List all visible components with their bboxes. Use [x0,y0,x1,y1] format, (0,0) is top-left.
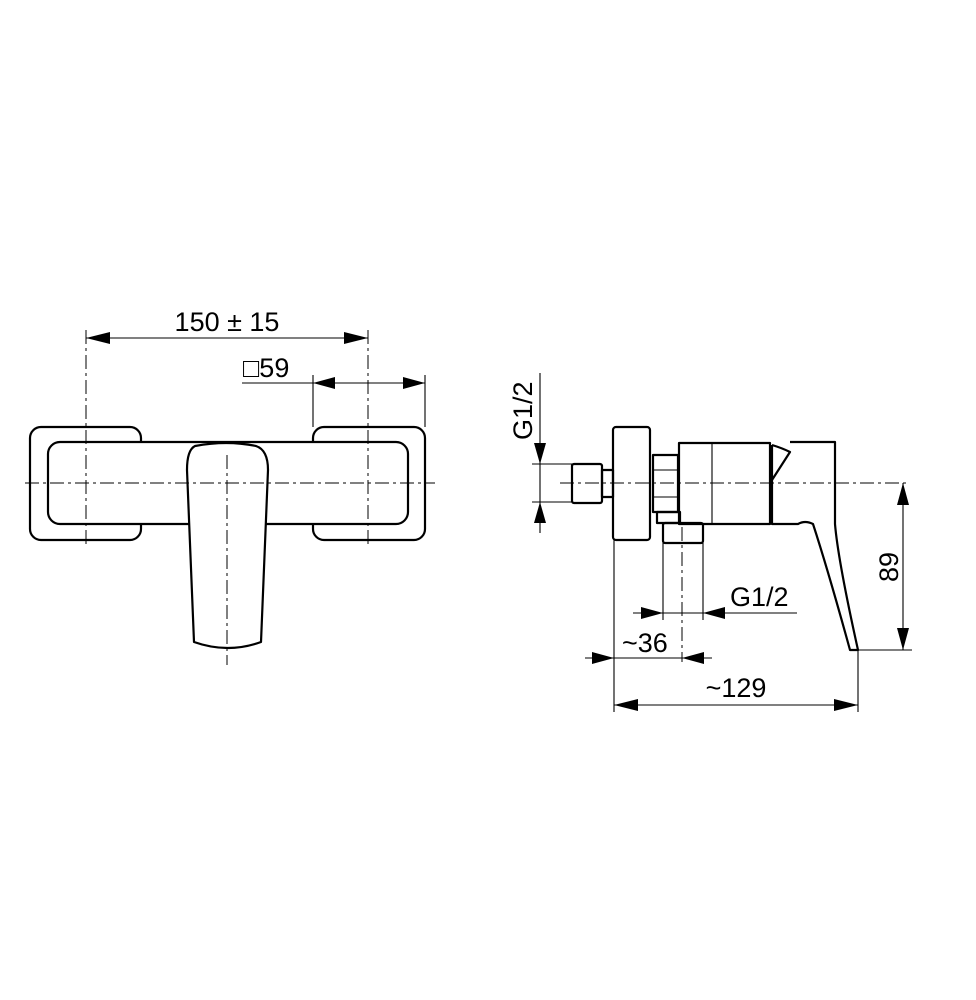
dim-label-150: 150 ± 15 [175,307,280,337]
dim-label-inlet-g12: G1/2 [508,381,538,440]
outlet-connector [661,521,705,545]
dim-label-outlet-g12: G1/2 [730,582,789,612]
dim-label-89: 89 [874,552,904,582]
dim-label-36: ~36 [622,628,668,658]
dimension-inlet-thread: G1/2 [508,373,573,533]
side-lever-handle [770,440,860,652]
dimension-depth: ~129 [614,650,859,712]
dim-label-129: ~129 [706,673,767,703]
outlet-collar [655,510,682,525]
dim-label-59: □59 [243,353,289,383]
dimension-escutcheon-size: □59 [242,353,426,427]
dimension-outlet-thread: G1/2 [633,543,797,620]
front-view: 150 ± 15 □59 [25,307,435,665]
dimension-height: 89 [858,483,912,651]
dimension-center-distance: 150 ± 15 [86,307,368,344]
dimension-outlet-offset: ~36 [585,540,712,712]
lever-handle [185,441,270,650]
side-view: G1/2 G1/2 ~36 ~129 [508,373,912,712]
